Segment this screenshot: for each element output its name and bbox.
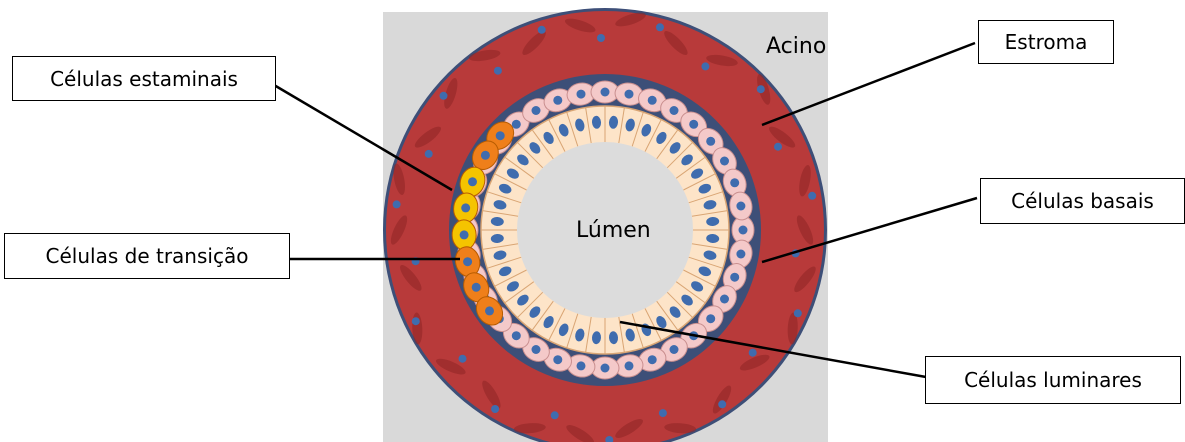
basal-cell-nucleus [730,273,739,282]
stroma-nucleus [412,317,420,325]
stem-cell-nucleus [468,177,477,186]
basal-cell-nucleus [706,137,715,146]
label-stem-cells: Células estaminais [12,56,276,101]
basal-cell-nucleus [532,345,541,354]
stroma-nucleus [459,355,467,363]
label-luminal-cells: Células luminares [925,356,1181,404]
basal-cell-nucleus [739,226,748,235]
basal-cell-nucleus [648,96,657,105]
basal-cell-nucleus [512,120,521,129]
basal-cell-nucleus [601,88,610,97]
stroma-nucleus [425,150,433,158]
stroma-nucleus [749,349,757,357]
stroma-nucleus [551,411,559,419]
basal-cell-nucleus [625,361,634,370]
stroma-nucleus [440,92,448,100]
basal-cell-nucleus [736,250,745,259]
basal-cell-nucleus [601,364,610,373]
basal-cell-nucleus [577,90,586,99]
transition-cell-nucleus [485,306,494,315]
stroma-nucleus [491,405,499,413]
acinus-label: Acino [766,34,826,59]
stroma-nucleus [597,34,605,42]
stroma-nucleus [701,62,709,70]
stem-cell-nucleus [460,230,469,239]
basal-cell-nucleus [689,120,698,129]
basal-cell-nucleus [532,106,541,115]
basal-cell-nucleus [553,96,562,105]
transition-cell-nucleus [472,283,481,292]
basal-cell-nucleus [720,157,729,166]
stem-cell-nucleus [461,203,470,212]
stroma-nucleus [494,67,502,75]
lumen-label: Lúmen [576,218,651,243]
stroma-nucleus [538,26,546,34]
stroma-nucleus [393,200,401,208]
stroma-nucleus [794,309,802,317]
basal-cell-nucleus [648,355,657,364]
basal-cell-nucleus [512,331,521,340]
label-transition-cells: Células de transição [4,233,290,279]
basal-cell-nucleus [736,202,745,211]
stroma-nucleus [808,192,816,200]
transition-cell-nucleus [496,131,505,140]
basal-cell-nucleus [670,106,679,115]
label-stroma: Estroma [978,20,1114,64]
transition-cell-nucleus [463,257,472,266]
basal-cell-nucleus [670,345,679,354]
basal-cell-nucleus [706,314,715,323]
transition-cell-nucleus [481,151,490,160]
stroma-nucleus [757,85,765,93]
basal-cell-nucleus [625,90,634,99]
stroma-nucleus [656,23,664,31]
basal-cell-nucleus [577,361,586,370]
basal-cell-nucleus [730,178,739,187]
basal-cell-nucleus [553,355,562,364]
stroma-nucleus [774,143,782,151]
stroma-nucleus [659,409,667,417]
basal-cell-nucleus [720,295,729,304]
stroma-nucleus [718,400,726,408]
label-basal-cells: Células basais [980,178,1185,224]
